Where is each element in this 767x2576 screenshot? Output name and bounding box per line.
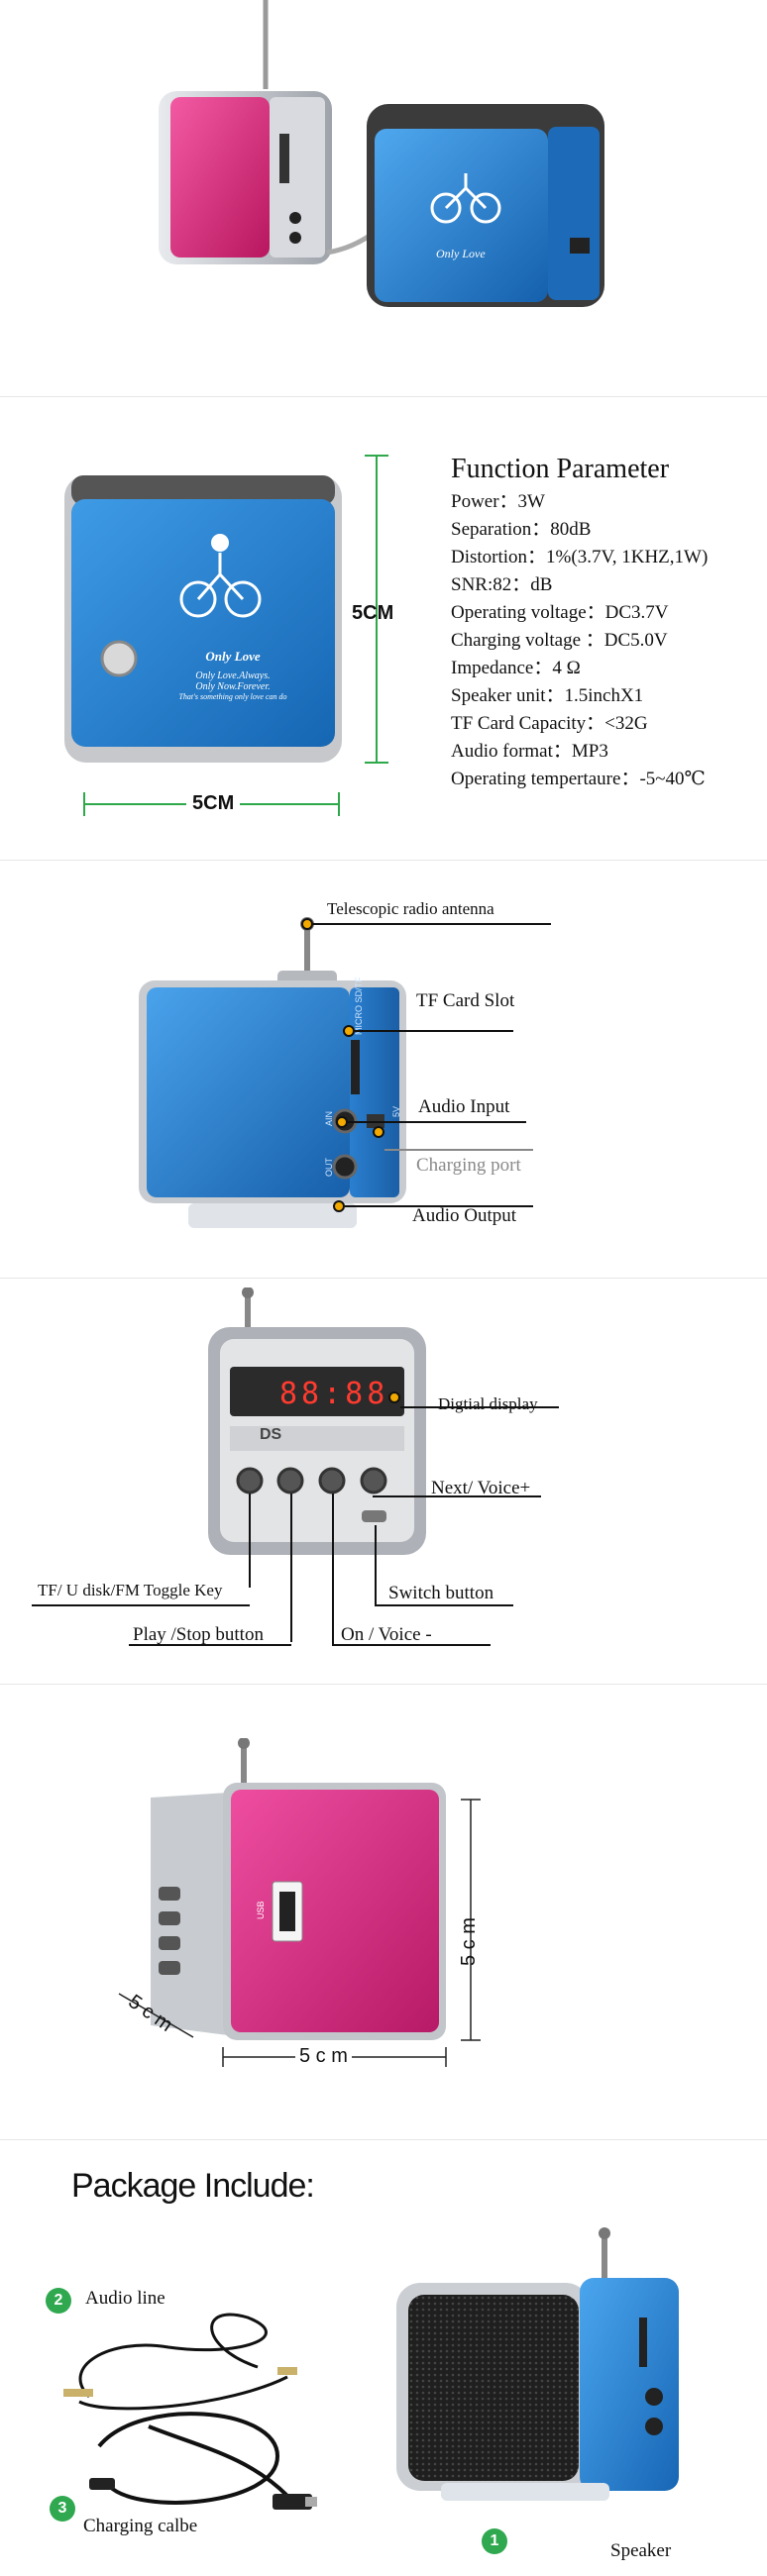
package-speaker-illustration [396,2223,694,2521]
tf-slot-label: TF Card Slot [416,990,515,1011]
tf-toggle-label: TF/ U disk/FM Toggle Key [38,1581,223,1599]
charging-cable-label: Charging calbe [83,2516,198,2536]
badge-audio-line: 2 [46,2288,71,2314]
audio-line-label: Audio line [85,2288,165,2309]
divider [0,860,767,861]
callout-line [129,1644,291,1646]
badge-speaker: 1 [482,2528,507,2554]
speaker-label: Speaker [610,2540,672,2561]
side-label-out: OUT [324,1158,334,1177]
front-print-line2: Only Now.Forever. [195,681,271,692]
callout-line [290,1494,292,1642]
play-stop-label: Play /Stop button [133,1624,264,1645]
param-item: Distortion：1%(3.7V, 1KHZ,1W) [451,547,709,567]
param-item: Charging voltage ：DC5.0V [451,630,668,651]
callout-line [355,1030,513,1032]
side-label-ain: AIN [324,1110,334,1126]
side-label-5v: 5V [391,1105,401,1117]
badge-charging-cable: 3 [50,2496,75,2522]
divider [0,1684,767,1685]
package-title: Package Include: [71,2167,315,2205]
pink-dimension-illustration [99,1737,515,2105]
callout-line [400,1406,559,1408]
hero-speakers-illustration: Only Love [159,0,604,307]
callout-dot [333,1200,345,1212]
callout-dot [336,1116,348,1128]
panel-illustration [198,1287,436,1565]
switch-button-label: Switch button [388,1583,494,1603]
callout-line [348,1121,526,1123]
next-voice-label: Next/ Voice+ [431,1478,531,1498]
callout-line [373,1495,541,1497]
callout-line [345,1205,533,1207]
width-5cm-label: 5 c m [295,2045,352,2068]
param-item: Power：3W [451,491,545,512]
callout-line [313,923,551,925]
function-parameters: Function Parameter Power：3W Separation：8… [451,451,758,793]
audio-input-label: Audio Input [418,1096,510,1117]
front-print: Only Love Only Love.Always. Only Now.For… [129,649,337,701]
on-voice-label: On / Voice - [341,1624,432,1645]
usb-label: USB [256,1901,266,1919]
callout-dot [343,1025,355,1037]
svg-text:Only Love: Only Love [436,247,486,260]
param-item: SNR:82：dB [451,574,553,595]
param-item: Operating voltage：DC3.7V [451,602,669,623]
param-item: Impedance：4 Ω [451,658,581,678]
callout-line [384,1149,533,1151]
divider [0,1278,767,1279]
divider [0,2139,767,2140]
callout-line [375,1525,377,1604]
params-title: Function Parameter [451,454,670,484]
digital-display-label: Digtial display [438,1394,538,1413]
panel-brand: DS [260,1426,282,1443]
front-print-line3: That's something only love can do [178,692,287,701]
antenna-label: Telescopic radio antenna [327,899,494,918]
height-dimension-label: 5CM [352,602,394,624]
param-item: Speaker unit：1.5inchX1 [451,685,644,706]
callout-line [332,1494,334,1644]
charging-port-label: Charging port [416,1155,521,1176]
usb-cable-illustration [79,2407,317,2525]
dimension-illustration [40,436,446,852]
param-item: Operating tempertaure：-5~40℃ [451,769,706,789]
panel-display-digits: 88:88 [279,1377,389,1411]
callout-line [249,1494,251,1588]
param-item: TF Card Capacity：<32G [451,713,648,734]
front-print-line1: Only Love.Always. [195,670,271,681]
param-item: Separation：80dB [451,519,592,540]
height-5cm-label: 5 c m [458,1917,480,1966]
audio-cable-illustration [50,2308,307,2417]
callout-dot [301,918,313,930]
audio-output-label: Audio Output [412,1205,517,1226]
callout-line [332,1644,491,1646]
front-print-title: Only Love [205,649,261,664]
divider [0,396,767,397]
param-item: Audio format：MP3 [451,741,608,762]
hero-photo: Only Love [0,0,767,396]
callout-line [32,1604,250,1606]
ports-illustration [129,896,426,1263]
width-dimension-label: 5CM [186,792,241,815]
callout-line [375,1604,513,1606]
callout-dot [373,1126,384,1138]
side-label-micro: MICRO SD/TF [354,977,364,1036]
callout-dot [388,1391,400,1403]
